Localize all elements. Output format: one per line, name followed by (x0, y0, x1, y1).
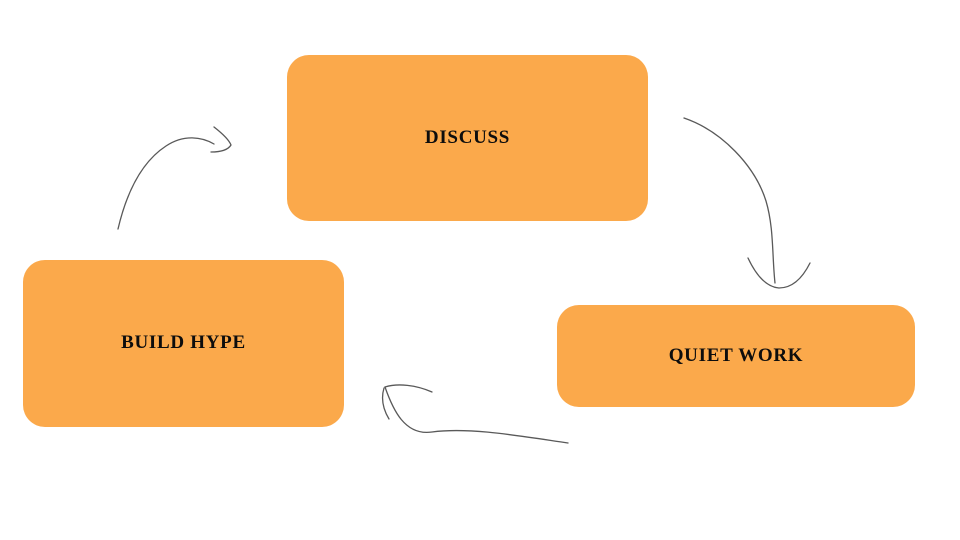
arrow-build-hype-to-discuss (117, 126, 232, 230)
node-build-hype-label: BUILD HYPE (121, 332, 246, 354)
node-quiet-work-label: QUIET WORK (668, 344, 804, 366)
node-build-hype[interactable]: BUILD HYPE (23, 260, 344, 427)
arrow-shaft (117, 137, 215, 230)
arrow-discuss-to-quiet-work (683, 117, 811, 289)
arrowhead (210, 126, 232, 153)
arrowhead-barb-right (384, 384, 433, 393)
arrow-quiet-work-to-build-hype (382, 384, 569, 444)
arrowhead-barb-down (382, 387, 390, 420)
node-discuss-label: DISCUSS (424, 126, 511, 148)
arrow-shaft (384, 386, 569, 444)
node-quiet-work[interactable]: QUIET WORK (557, 305, 915, 407)
arrow-shaft (683, 117, 776, 284)
node-discuss[interactable]: DISCUSS (287, 55, 648, 221)
arrowhead (747, 257, 811, 289)
